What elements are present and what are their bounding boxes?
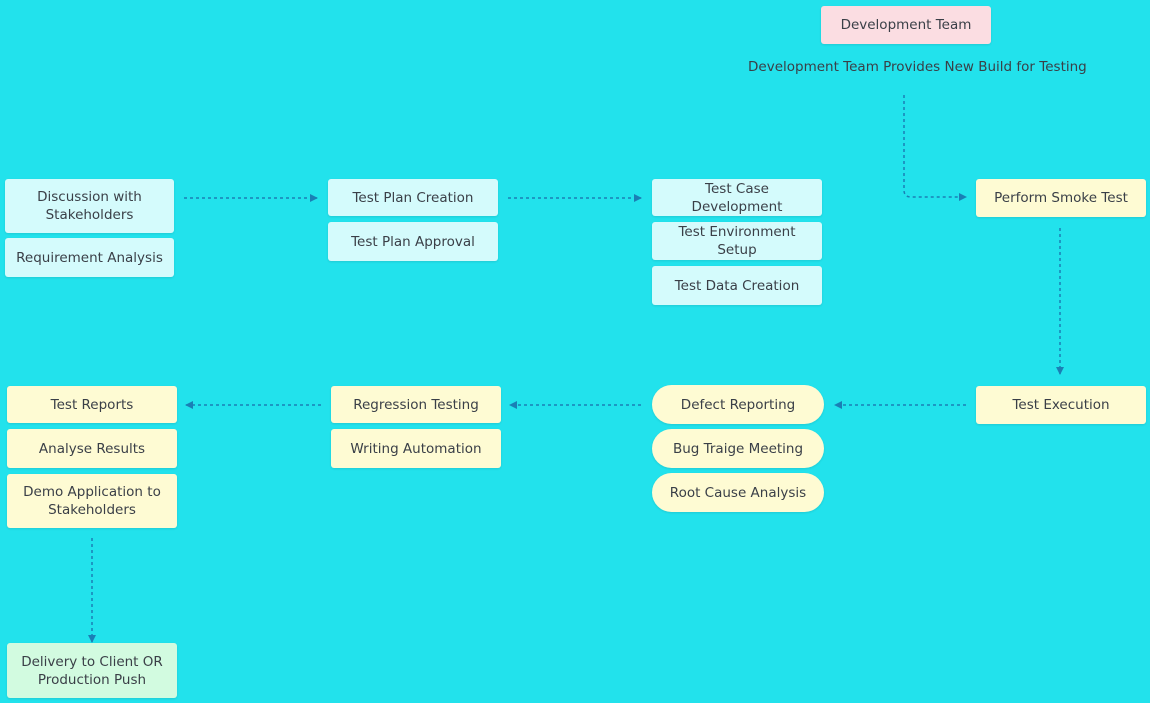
- test-reports-label: Test Reports: [50, 396, 134, 413]
- delivery-label: Delivery to Client OR Production Push: [21, 653, 163, 688]
- demo-application-box[interactable]: Demo Application to Stakeholders: [7, 474, 177, 528]
- development-team-label: Development Team: [840, 17, 972, 33]
- discussion-with-stakeholders-box[interactable]: Discussion with Stakeholders: [5, 179, 174, 233]
- writing-automation-label: Writing Automation: [350, 440, 482, 457]
- test-environment-setup-box[interactable]: Test Environment Setup: [652, 222, 822, 260]
- development-team-caption: Development Team Provides New Build for …: [748, 59, 1087, 75]
- regression-testing-box[interactable]: Regression Testing: [331, 386, 501, 423]
- bug-triage-meeting-box[interactable]: Bug Traige Meeting: [652, 429, 824, 468]
- regression-testing-label: Regression Testing: [353, 396, 479, 413]
- test-plan-creation-label: Test Plan Creation: [352, 189, 474, 206]
- development-team-box[interactable]: Development Team: [821, 6, 991, 44]
- test-data-creation-label: Test Data Creation: [674, 277, 800, 294]
- discussion-with-stakeholders-label: Discussion with Stakeholders: [37, 189, 142, 223]
- arrow-team-to-smoke: [903, 95, 967, 201]
- test-plan-creation-box[interactable]: Test Plan Creation: [328, 179, 498, 216]
- demo-application-label: Demo Application to Stakeholders: [23, 484, 161, 518]
- test-plan-approval-box[interactable]: Test Plan Approval: [328, 222, 498, 261]
- defect-reporting-box[interactable]: Defect Reporting: [652, 385, 824, 424]
- writing-automation-box[interactable]: Writing Automation: [331, 429, 501, 468]
- test-case-development-box[interactable]: Test Case Development: [652, 179, 822, 216]
- test-data-creation-box[interactable]: Test Data Creation: [652, 266, 822, 305]
- test-plan-approval-label: Test Plan Approval: [351, 233, 475, 250]
- root-cause-analysis-label: Root Cause Analysis: [669, 484, 807, 501]
- analyse-results-box[interactable]: Analyse Results: [7, 429, 177, 468]
- requirement-analysis-label: Requirement Analysis: [16, 249, 163, 266]
- perform-smoke-test-box[interactable]: Perform Smoke Test: [976, 179, 1146, 217]
- test-environment-setup-label: Test Environment Setup: [678, 224, 796, 258]
- test-execution-label: Test Execution: [1012, 397, 1110, 413]
- requirement-analysis-box[interactable]: Requirement Analysis: [5, 238, 174, 277]
- test-case-development-label: Test Case Development: [691, 180, 783, 215]
- root-cause-analysis-box[interactable]: Root Cause Analysis: [652, 473, 824, 512]
- analyse-results-label: Analyse Results: [38, 440, 146, 457]
- delivery-box[interactable]: Delivery to Client OR Production Push: [7, 643, 177, 698]
- bug-triage-meeting-label: Bug Traige Meeting: [672, 440, 804, 457]
- perform-smoke-test-label: Perform Smoke Test: [994, 190, 1128, 206]
- test-execution-box[interactable]: Test Execution: [976, 386, 1146, 424]
- test-reports-box[interactable]: Test Reports: [7, 386, 177, 423]
- defect-reporting-label: Defect Reporting: [680, 396, 796, 413]
